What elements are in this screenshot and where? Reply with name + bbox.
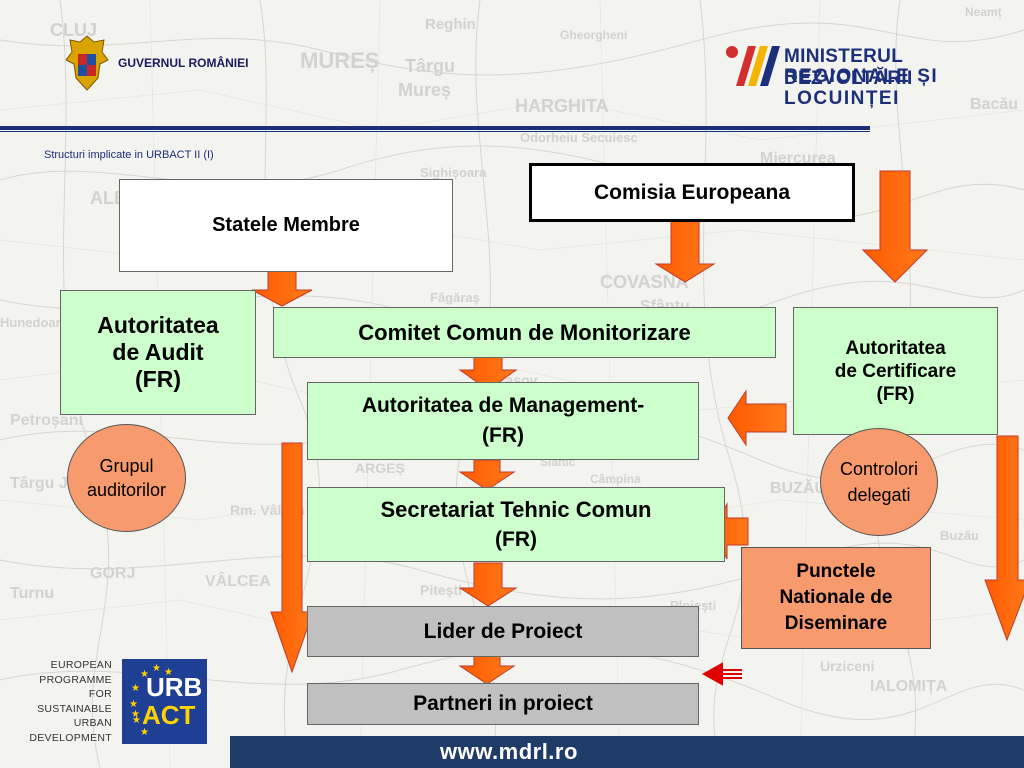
programme-line: FOR <box>88 688 112 700</box>
svg-text:★: ★ <box>132 715 141 726</box>
slide-title: Structuri implicate in URBACT II (I) <box>44 149 214 161</box>
certificare-line3: (FR) <box>876 383 915 405</box>
programme-line: SUSTAINABLE <box>37 702 112 715</box>
map-place-label: Hunedoara <box>0 315 68 330</box>
svg-text:★: ★ <box>152 663 161 674</box>
header-rule-thin <box>0 131 870 132</box>
map-place-label: COVASNA <box>600 272 689 292</box>
ministry-emblem-icon <box>726 46 780 86</box>
svg-text:★: ★ <box>164 667 173 678</box>
map-place-label: Sighișoara <box>420 165 487 180</box>
certificare-line2: de Certificare <box>834 360 957 382</box>
programme-line: URBAN <box>73 717 112 729</box>
controlori-line1: Controlori <box>839 459 919 479</box>
programme-line: PROGRAMME <box>39 673 112 686</box>
comitet-label: Comitet Comun de Monitorizare <box>358 319 691 345</box>
audit-line2: de Audit <box>112 339 204 365</box>
autoritatea-management-box: Autoritatea de Management- (FR) <box>307 382 699 460</box>
controlori-delegati-oval: Controlori delegati <box>820 428 938 536</box>
map-place-label: Miercurea <box>760 150 836 167</box>
grupul-auditorilor-oval: Grupul auditorilor <box>67 424 186 532</box>
map-place-label: Târgu <box>405 56 456 76</box>
punctele-line2: Nationale de <box>779 587 893 608</box>
svg-text:★: ★ <box>131 683 140 694</box>
certificare-line1: Autoritatea <box>845 337 946 359</box>
map-place-label: Rm. Vâlcea <box>230 502 305 518</box>
punctele-line1: Punctele <box>796 561 876 582</box>
eu-stars-icon: ★★★ ★★★ ★★ <box>129 663 173 738</box>
audit-line3: (FR) <box>135 366 181 392</box>
statele-membre-label: Statele Membre <box>212 214 360 236</box>
urbact-logo: ★★★ ★★★ ★★ URB ACT <box>122 659 207 744</box>
map-place-label: Reghin <box>425 16 476 33</box>
lider-proiect-box: Lider de Proiect <box>307 606 699 657</box>
svg-text:★: ★ <box>129 699 138 710</box>
map-place-label: Turnu <box>10 585 55 602</box>
punctele-line3: Diseminare <box>784 613 888 634</box>
autoritatea-audit-box: Autoritatea de Audit (FR) <box>60 290 256 415</box>
gov-label: GUVERNUL ROMÂNIEI <box>118 56 249 70</box>
map-place-label: Petroșani <box>10 412 83 429</box>
comisia-europeana-label: Comisia Europeana <box>593 180 791 204</box>
map-place-label: BUZĂU <box>770 480 826 497</box>
gov-logo <box>64 34 110 94</box>
map-place-label: Bacău <box>970 96 1019 113</box>
urbact-logo-top: URB <box>146 672 203 702</box>
punctele-nationale-box: Punctele Nationale de Diseminare <box>741 547 931 649</box>
map-place-label: Târgu Jiu <box>10 475 83 492</box>
footer-bar: www.mdrl.ro <box>230 736 1024 768</box>
autoritatea-certificare-box: Autoritatea de Certificare (FR) <box>793 307 998 435</box>
ministry-logo <box>722 38 782 88</box>
secretariat-line1: Secretariat Tehnic Comun <box>380 496 652 522</box>
header-rule-thick <box>0 126 870 130</box>
svg-text:★: ★ <box>140 669 149 680</box>
map-place-label: ARGEȘ <box>355 460 405 476</box>
comisia-europeana-box: Comisia Europeana <box>529 163 855 222</box>
grupul-line2: auditorilor <box>86 480 167 500</box>
map-place-label: IALOMIȚA <box>870 678 948 695</box>
map-place-label: MUREȘ <box>300 48 380 73</box>
management-line2: (FR) <box>482 424 524 447</box>
map-place-label: VÂLCEA <box>205 573 271 590</box>
ministry-line2: REGIONALE ȘI LOCUINȚEI <box>784 66 939 109</box>
map-place-label: Urziceni <box>820 658 875 674</box>
map-place-label: Făgăraș <box>430 290 480 305</box>
lider-label: Lider de Proiect <box>423 619 583 643</box>
urbact-logo-bottom: ACT <box>142 700 196 730</box>
programme-line: DEVELOPMENT <box>29 731 112 744</box>
secretariat-tehnic-box: Secretariat Tehnic Comun (FR) <box>307 487 725 562</box>
partneri-proiect-box: Partneri in proiect <box>307 683 699 725</box>
audit-line1: Autoritatea <box>97 312 219 338</box>
programme-line: EUROPEAN <box>50 659 112 671</box>
footer-url[interactable]: www.mdrl.ro <box>440 739 578 764</box>
map-place-label: Odorheiu Secuiesc <box>520 130 638 145</box>
map-place-label: Mureș <box>398 80 452 100</box>
programme-text: EUROPEAN PROGRAMME FOR SUSTAINABLE URBAN… <box>14 658 112 745</box>
grupul-line1: Grupul <box>99 456 154 476</box>
map-place-label: CLUJ <box>50 20 98 40</box>
map-place-label: Câmpina <box>590 472 641 486</box>
coat-of-arms-icon <box>65 35 109 91</box>
map-place-label: Gheorgheni <box>560 28 628 42</box>
map-place-label: Pitești <box>420 582 463 598</box>
map-place-label: Buzău <box>940 528 979 543</box>
svg-text:★: ★ <box>140 727 149 738</box>
ministry-line1: MINISTERUL DEZVOLTĂRII <box>784 46 913 89</box>
management-line1: Autoritatea de Management- <box>361 394 645 417</box>
map-place-label: GORJ <box>90 565 136 582</box>
map-place-label: HARGHITA <box>515 96 609 116</box>
svg-text:★: ★ <box>131 709 140 720</box>
partneri-label: Partneri in proiect <box>413 692 593 715</box>
secretariat-line2: (FR) <box>495 527 537 551</box>
controlori-line2: delegati <box>847 485 911 505</box>
map-place-label: Neamț <box>965 5 1002 19</box>
statele-membre-box: Statele Membre <box>119 179 453 272</box>
comitet-monitorizare-box: Comitet Comun de Monitorizare <box>273 307 776 358</box>
